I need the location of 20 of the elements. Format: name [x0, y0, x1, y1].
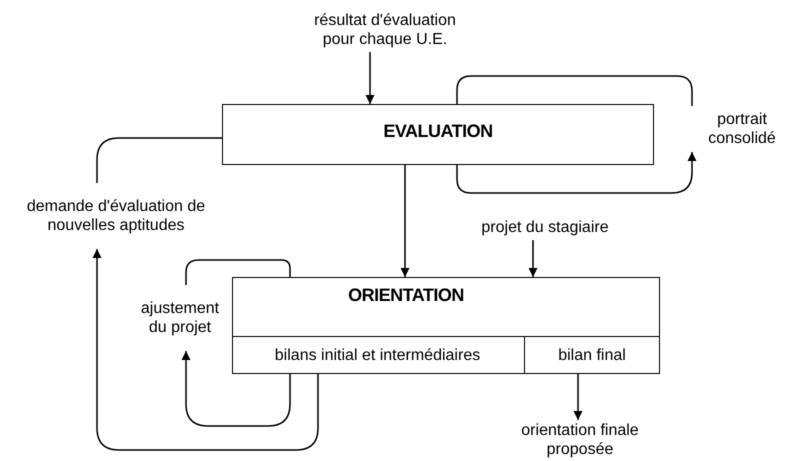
arrow [182, 351, 291, 427]
arrow [366, 52, 374, 104]
process-box [222, 104, 654, 165]
section-label: bilans initial et intermédiaires [274, 346, 480, 364]
flow-label: orientation finale proposée [520, 421, 640, 459]
arrow [528, 240, 538, 277]
process-section [232, 336, 524, 374]
box-title: EVALUATION [383, 122, 493, 141]
arrow [456, 152, 696, 194]
box-title: ORIENTATION [348, 286, 464, 305]
flow-label: projet du stagiaire [481, 218, 609, 237]
flow-label: demande d'évaluation de nouvelles aptitudes [26, 197, 206, 235]
flow-label: portrait consolidé [707, 110, 777, 148]
arrow [92, 249, 319, 451]
flow-label: ajustement du projet [140, 299, 220, 337]
arrow [400, 165, 410, 277]
arrow [574, 374, 582, 420]
process-box [232, 277, 660, 374]
flow-label: résultat d'évaluation pour chaque U.E. [313, 11, 457, 49]
section-label: bilan final [558, 346, 626, 364]
